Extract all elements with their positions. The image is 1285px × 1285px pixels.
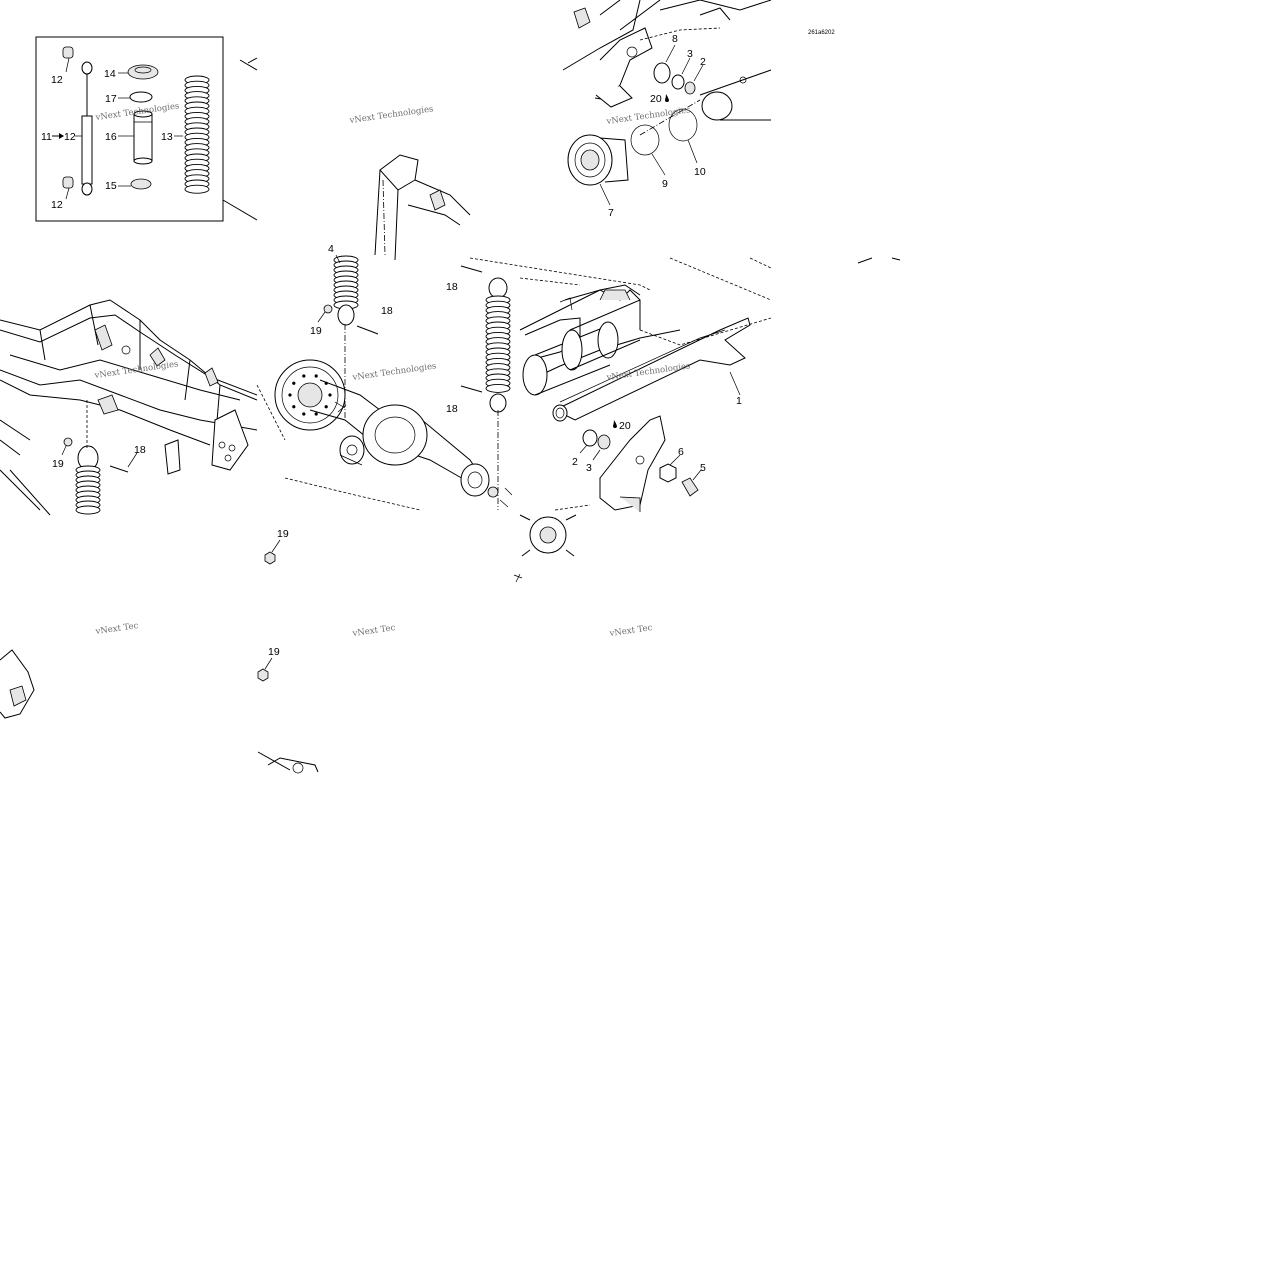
bushing-part <box>62 46 74 189</box>
watermark: vNext Technologies <box>93 359 179 381</box>
callout-4: 4 <box>328 243 334 255</box>
callout-13: 13 <box>161 131 173 143</box>
callout-12: 12 <box>51 199 63 211</box>
callout-17: 17 <box>105 93 117 105</box>
nut-part <box>63 437 73 447</box>
callout-16: 16 <box>105 131 117 143</box>
callout-2: 2 <box>700 56 706 68</box>
bolt-part <box>681 477 699 497</box>
callout-12: 12 <box>51 74 63 86</box>
callout-19: 19 <box>310 325 322 337</box>
spring-coil <box>485 383 511 393</box>
bearing-part <box>597 434 611 450</box>
callout-20: 20 <box>619 420 631 432</box>
callout-18: 18 <box>134 444 146 456</box>
nut-part <box>264 551 276 565</box>
disc-hole <box>314 412 318 416</box>
disc-hole <box>302 374 306 378</box>
nut-part <box>257 668 269 682</box>
seal-part <box>582 429 598 447</box>
clamp-part <box>653 62 671 84</box>
washer-part <box>129 91 153 103</box>
disc-hole <box>324 405 328 409</box>
watermark: vNext Technologies <box>351 361 437 383</box>
callout-18: 18 <box>446 403 458 415</box>
callout-7: 7 <box>608 207 614 219</box>
coil-spring-part <box>184 75 210 194</box>
side-bracket-part: 2 3 20 6 5 <box>572 415 706 512</box>
watermark: vNext Tec <box>608 623 653 639</box>
shock-absorber-part <box>75 445 101 515</box>
grease-drop-icon <box>613 420 617 428</box>
upper-frame-bracket <box>374 154 471 261</box>
disc-hole <box>292 405 296 409</box>
nut-part <box>659 463 677 483</box>
spring-coil <box>184 184 210 194</box>
callout-18: 18 <box>446 281 458 293</box>
bolt-part <box>460 385 483 393</box>
watermark: vNext Technologies <box>605 105 691 127</box>
inset-shock-components: 12 12 11 12 14 17 16 13 15 <box>35 36 224 222</box>
callout-8: 8 <box>672 33 678 45</box>
swing-arm-part: 1 <box>519 257 901 422</box>
axle-differential-part <box>274 359 513 508</box>
pivot-bracket-assembly: 8 3 2 20 9 10 7 261a6202 <box>562 0 835 219</box>
nut-part <box>323 304 333 314</box>
diagram-code: 261a6202 <box>808 30 835 36</box>
frame-section: 19 18 <box>0 299 258 516</box>
bolt-part <box>460 265 483 273</box>
callout-1: 1 <box>736 395 742 407</box>
disc-hole <box>288 393 292 397</box>
disc-hole <box>292 381 296 385</box>
callout-3: 3 <box>586 462 592 474</box>
grease-drop-icon <box>665 94 669 102</box>
watermark: vNext Tec <box>351 623 396 639</box>
callout-14: 14 <box>104 68 116 80</box>
wheel-hub-part <box>519 514 577 557</box>
bearing-part <box>684 81 696 95</box>
boot-clamp-part <box>668 108 698 142</box>
callout-19: 19 <box>277 528 289 540</box>
callout-19: 19 <box>52 458 64 470</box>
callout-20: 20 <box>650 93 662 105</box>
clamp-ring-part <box>630 124 660 156</box>
collar-part <box>130 178 152 190</box>
callout-5: 5 <box>700 462 706 474</box>
seal-part <box>671 74 685 90</box>
disc-hole <box>314 374 318 378</box>
callout-12: 12 <box>64 131 76 143</box>
watermark: vNext Tec <box>94 621 139 637</box>
shock-absorber-part <box>81 61 93 196</box>
callout-19: 19 <box>268 646 280 658</box>
callout-11: 11 <box>41 131 52 143</box>
disc-hole <box>302 412 306 416</box>
callout-9: 9 <box>662 178 668 190</box>
shock-absorber-part <box>333 255 359 326</box>
spring-coil <box>75 505 101 515</box>
frame-fragment <box>0 649 319 774</box>
callout-6: 6 <box>678 446 684 458</box>
sleeve-part <box>133 110 153 165</box>
callout-3: 3 <box>687 48 693 60</box>
callout-10: 10 <box>694 166 706 178</box>
disc-hole <box>328 393 332 397</box>
shock-absorber-part <box>485 277 511 413</box>
bolt-part <box>356 325 379 335</box>
callout-2: 2 <box>572 456 578 468</box>
watermark: vNext Technologies <box>348 104 434 126</box>
callout-18: 18 <box>381 305 393 317</box>
callout-15: 15 <box>105 180 117 192</box>
